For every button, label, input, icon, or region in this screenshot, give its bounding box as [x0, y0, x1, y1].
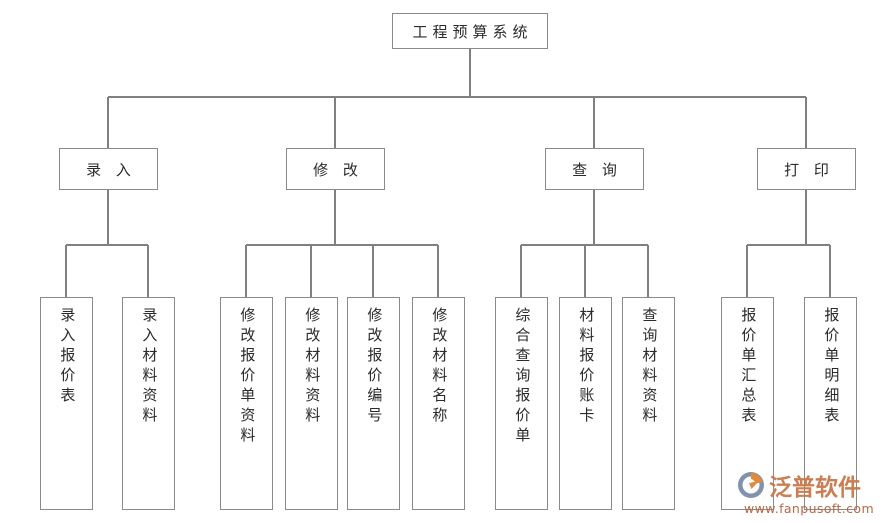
leaf-label: 报价单明细表 [822, 307, 841, 427]
leaf-node-modify-material-data[interactable]: 修改材料资料 [285, 297, 338, 510]
leaf-node-quotation-detail-report[interactable]: 报价单明细表 [804, 297, 857, 510]
leaf-node-quotation-summary-report[interactable]: 报价单汇总表 [721, 297, 774, 510]
leaf-label: 录入报价表 [58, 307, 77, 407]
leaf-node-query-material-data[interactable]: 查询材料资料 [622, 297, 675, 510]
branch-node-print[interactable]: 打 印 [757, 148, 856, 190]
leaf-node-modify-quotation-number[interactable]: 修改报价编号 [347, 297, 400, 510]
leaf-label: 报价单汇总表 [739, 307, 758, 427]
leaf-node-modify-material-name[interactable]: 修改材料名称 [412, 297, 465, 510]
leaf-label: 修改报价单资料 [238, 307, 257, 447]
leaf-label: 修改报价编号 [365, 307, 384, 427]
root-node-engineering-budget-system[interactable]: 工程预算系统 [392, 13, 548, 49]
leaf-label: 材料报价账卡 [577, 307, 596, 427]
leaf-node-material-price-ledger-card[interactable]: 材料报价账卡 [559, 297, 612, 510]
leaf-label: 修改材料名称 [430, 307, 449, 427]
branch-node-query[interactable]: 查 询 [545, 148, 644, 190]
leaf-node-modify-quotation-sheet-data[interactable]: 修改报价单资料 [220, 297, 273, 510]
leaf-node-comprehensive-quotation-query[interactable]: 综合查询报价单 [495, 297, 548, 510]
branch-node-entry[interactable]: 录 入 [59, 148, 158, 190]
branch-node-modify[interactable]: 修 改 [286, 148, 385, 190]
leaf-label: 录入材料资料 [140, 307, 159, 427]
leaf-node-entry-quotation-form[interactable]: 录入报价表 [40, 297, 93, 510]
leaf-label: 查询材料资料 [640, 307, 659, 427]
leaf-label: 综合查询报价单 [513, 307, 532, 447]
leaf-label: 修改材料资料 [303, 307, 322, 427]
leaf-node-entry-material-data[interactable]: 录入材料资料 [122, 297, 175, 510]
